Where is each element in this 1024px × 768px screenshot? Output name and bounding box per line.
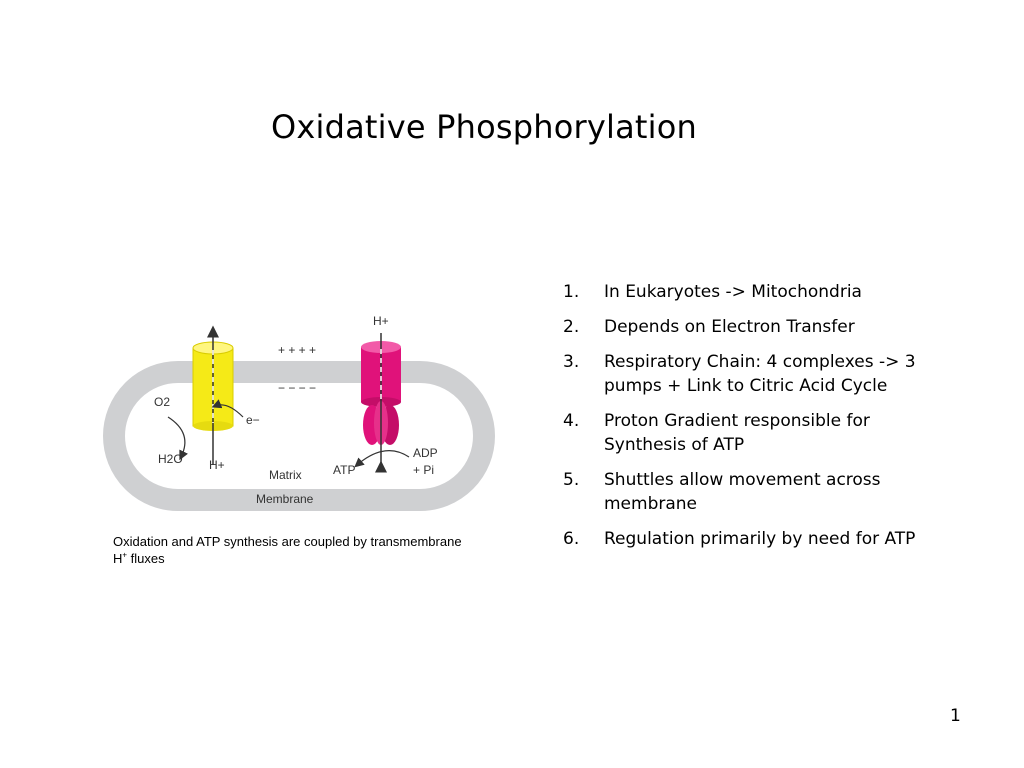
- minus-signs-label: − − − −: [278, 381, 316, 395]
- list-item-number: 5.: [563, 470, 580, 490]
- electron-transport-complex: [192, 325, 234, 465]
- slide-title: Oxidative Phosphorylation: [270, 108, 698, 146]
- atp-label: ATP: [333, 463, 355, 477]
- list-item: 2. Depends on Electron Transfer: [563, 315, 943, 339]
- adp-label: ADP: [413, 446, 438, 460]
- caption-plus: +: [122, 550, 128, 560]
- figure-caption: Oxidation and ATP synthesis are coupled …: [113, 533, 523, 567]
- list-item-text: Shuttles allow movement across membrane: [604, 470, 881, 514]
- caption-line-1: Oxidation and ATP synthesis are coupled …: [113, 534, 462, 549]
- caption-h: H: [113, 551, 123, 566]
- electron-arrow: [211, 399, 244, 418]
- list-item-number: 3.: [563, 352, 580, 372]
- matrix-label: Matrix: [269, 468, 302, 482]
- list-item-number: 2.: [563, 317, 580, 337]
- list-item-text: Regulation primarily by need for ATP: [604, 529, 916, 549]
- list-item: 6. Regulation primarily by need for ATP: [563, 527, 943, 551]
- list-item-text: Depends on Electron Transfer: [604, 317, 855, 337]
- h-plus-top-label: H+: [373, 314, 389, 328]
- list-item-number: 4.: [563, 411, 580, 431]
- list-item-text: In Eukaryotes -> Mitochondria: [604, 282, 862, 302]
- list-item: 1. In Eukaryotes -> Mitochondria: [563, 280, 943, 304]
- h-plus-bottom-label: H+: [209, 458, 225, 472]
- diagram-svg: H+ + + + + − − − − O2 e− H2O H+ Matrix A…: [103, 314, 495, 511]
- membrane-label: Membrane: [256, 492, 314, 506]
- list-item-number: 6.: [563, 529, 580, 549]
- caption-line-2: fluxes: [127, 551, 165, 566]
- list-item-number: 1.: [563, 282, 580, 302]
- list-item-text: Proton Gradient responsible for Synthesi…: [604, 411, 870, 455]
- numbered-list: 1. In Eukaryotes -> Mitochondria 2. Depend…: [563, 280, 943, 562]
- atp-synthase: [361, 333, 401, 473]
- h2o-label: H2O: [158, 452, 183, 466]
- plus-signs-label: + + + +: [278, 343, 316, 357]
- list-item: 3. Respiratory Chain: 4 complexes -> 3 pu…: [563, 350, 943, 398]
- membrane-diagram: H+ + + + + − − − − O2 e− H2O H+ Matrix A…: [95, 305, 505, 515]
- electron-label: e−: [246, 413, 260, 427]
- adp-to-atp-arrow: [354, 450, 410, 468]
- list-item: 5. Shuttles allow movement across membran…: [563, 468, 943, 516]
- list-item: 4. Proton Gradient responsible for Synthe…: [563, 409, 943, 457]
- o2-to-h2o-arrow: [167, 416, 188, 461]
- o2-label: O2: [154, 395, 170, 409]
- pi-label: + Pi: [413, 463, 434, 477]
- page-number: 1: [950, 706, 961, 726]
- list-item-text: Respiratory Chain: 4 complexes -> 3 pump…: [604, 352, 916, 396]
- membrane-ring: [103, 361, 495, 511]
